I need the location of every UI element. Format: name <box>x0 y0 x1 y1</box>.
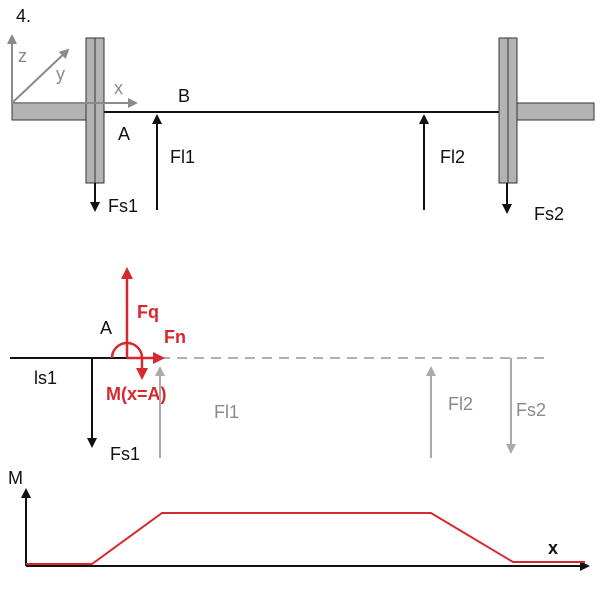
coordinate-axes: z y x <box>6 34 138 108</box>
left-hub <box>11 102 93 121</box>
fbd-fs2-label: Fs2 <box>516 400 546 420</box>
fs1-label: Fs1 <box>108 196 138 216</box>
right-hub <box>514 102 595 121</box>
fs2-label: Fs2 <box>534 204 564 224</box>
moment-curve <box>26 512 585 565</box>
fbd-fs1-label: Fs1 <box>110 444 140 464</box>
fbd-point-a-label: A <box>100 318 112 338</box>
right-wheel <box>498 37 518 184</box>
ls1-label: ls1 <box>34 368 57 388</box>
point-b-label: B <box>178 86 190 106</box>
x-axis-label-plot: x <box>548 538 558 558</box>
shaft-assembly <box>11 37 595 184</box>
problem-number: 4. <box>16 6 31 26</box>
m-axis-label: M <box>8 468 23 488</box>
fbd-fl1-label: Fl1 <box>214 402 239 422</box>
z-axis-label: z <box>18 46 27 66</box>
fq-label: Fq <box>137 302 159 322</box>
fbd-fl2-label: Fl2 <box>448 394 473 414</box>
left-wheel <box>85 37 105 184</box>
x-axis-label: x <box>114 78 123 98</box>
y-axis-label: y <box>56 64 65 84</box>
moment-arc <box>110 341 144 359</box>
moment-label: M(x=A) <box>106 384 167 404</box>
fl1-label: Fl1 <box>170 147 195 167</box>
y-axis-arrow <box>11 48 70 104</box>
fn-label: Fn <box>164 327 186 347</box>
point-a-label: A <box>118 124 130 144</box>
fl2-label: Fl2 <box>440 147 465 167</box>
